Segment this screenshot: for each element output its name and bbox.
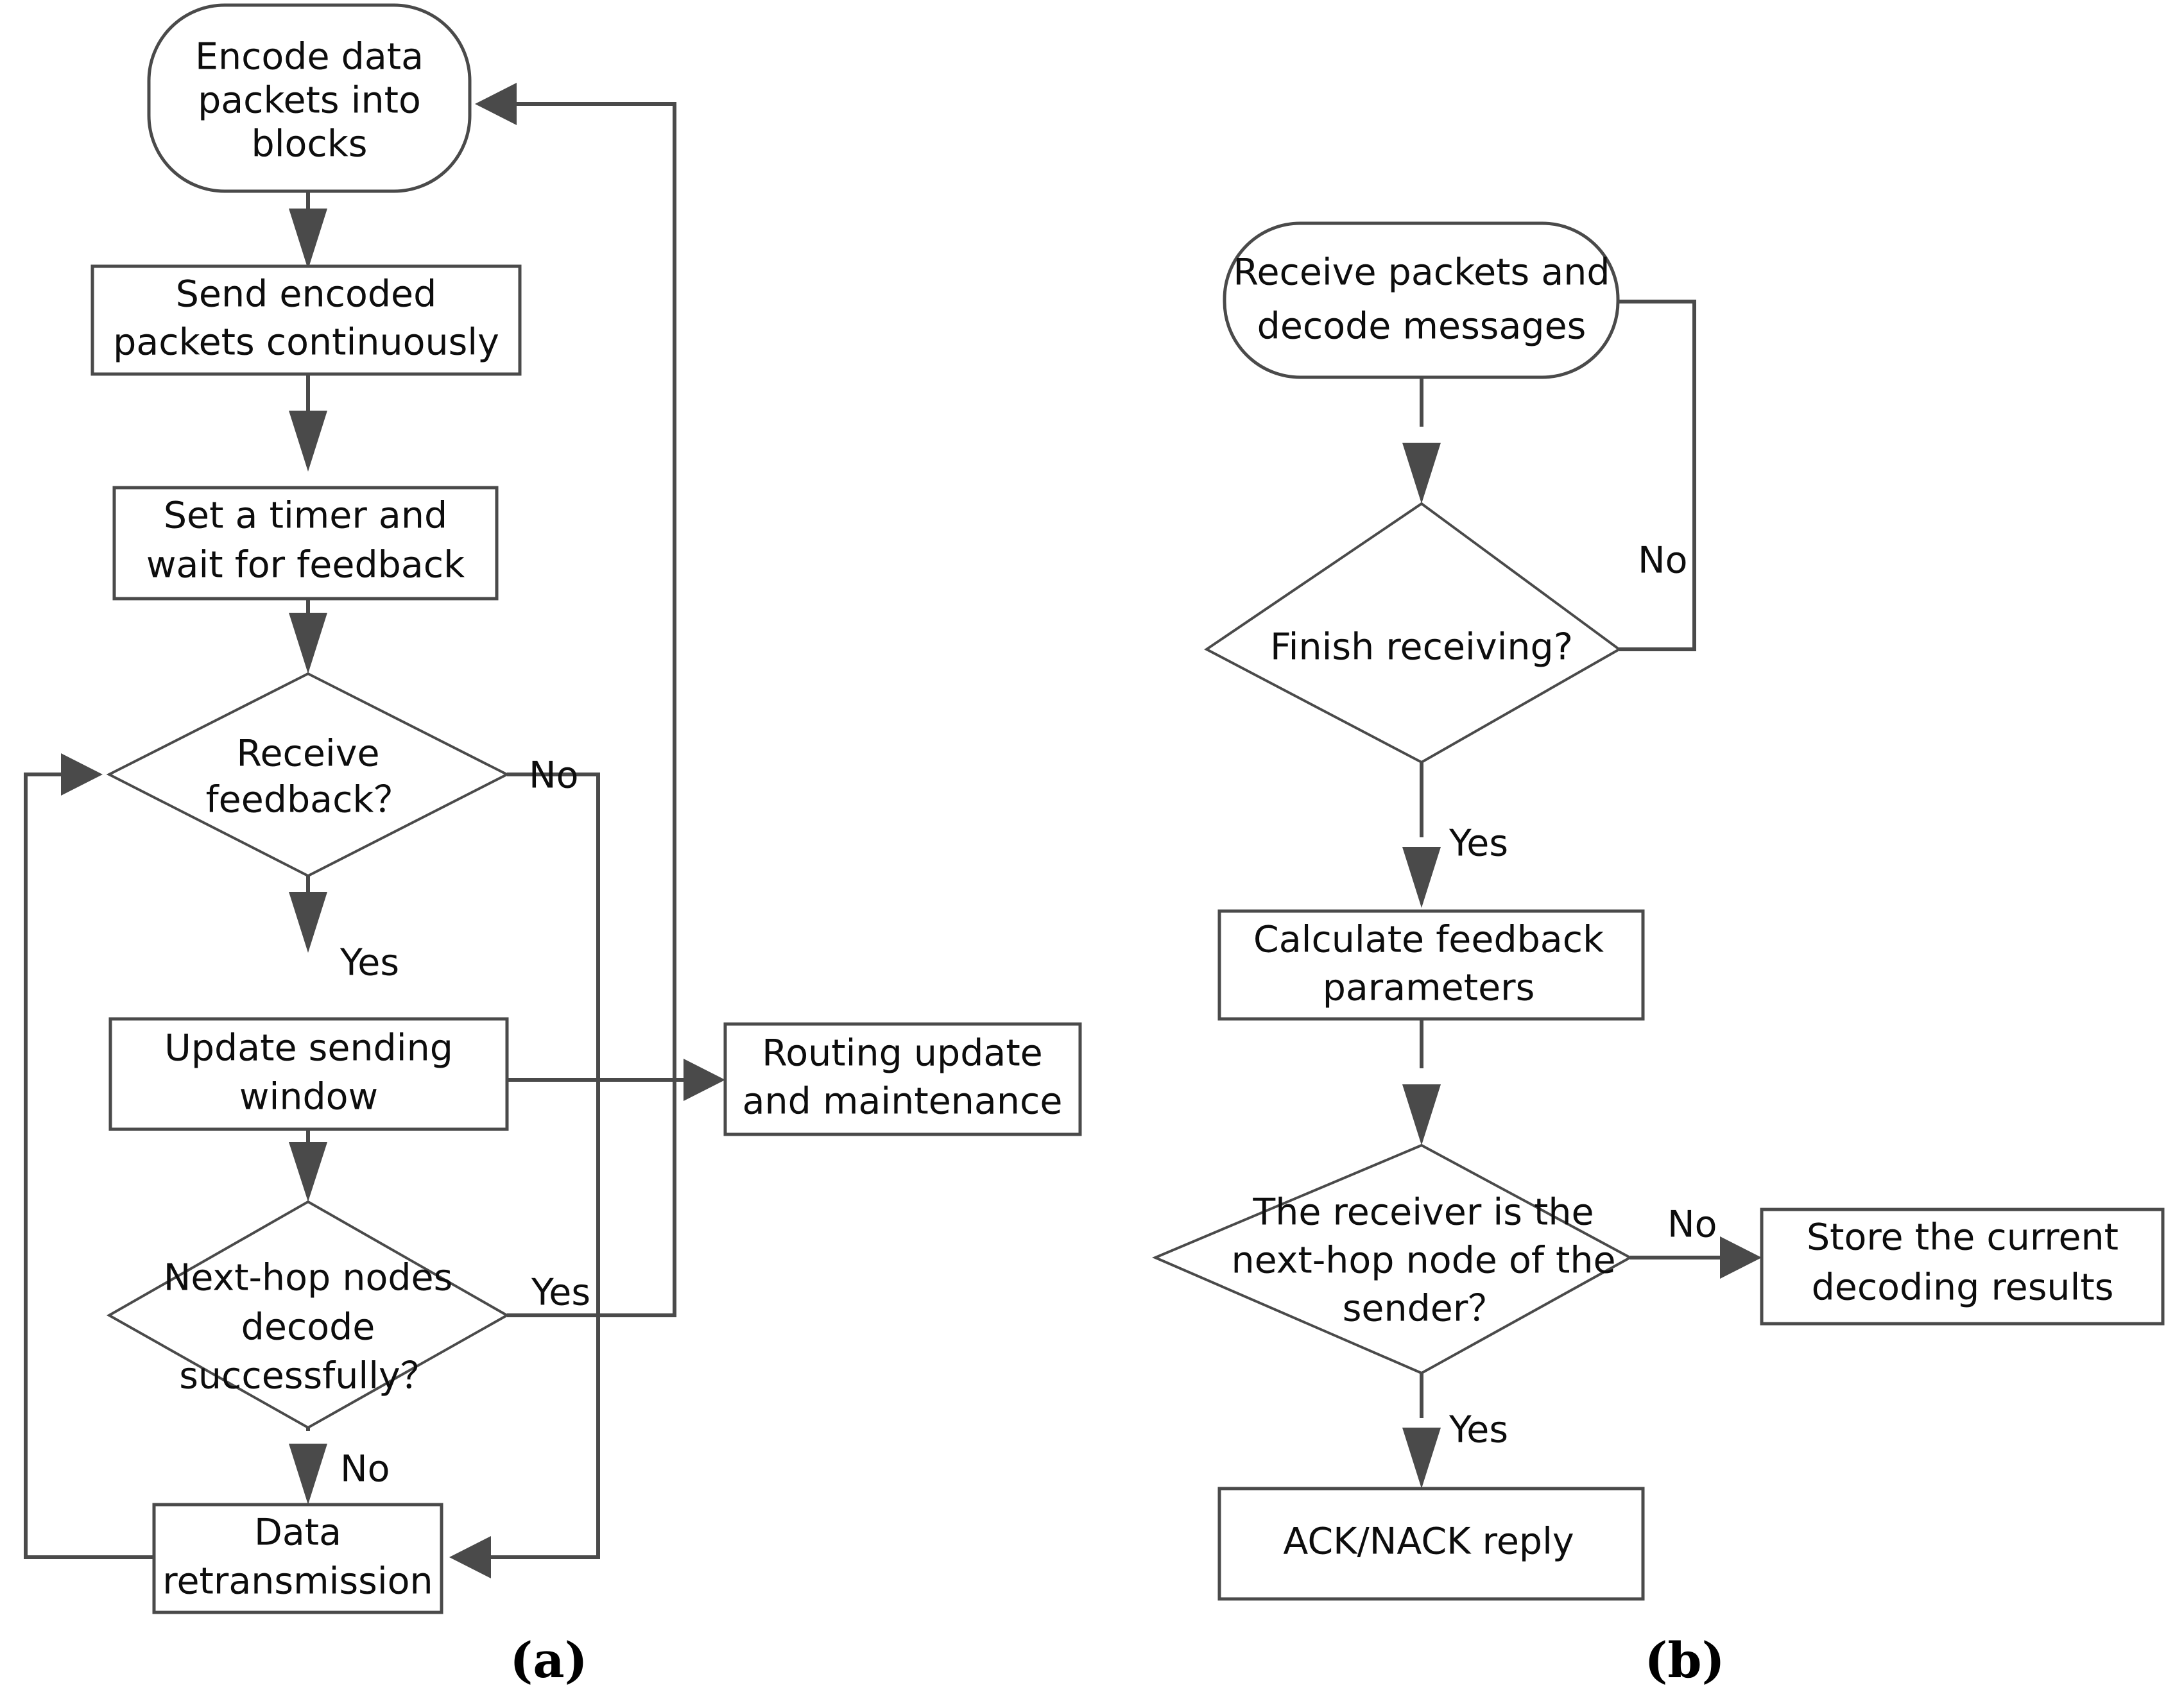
edge-label-nexthop-no: No	[340, 1448, 390, 1490]
node-finish-receiving-decision: Finish receiving?	[1204, 502, 1622, 764]
node-routing-line2: and maintenance	[743, 1080, 1063, 1123]
panel-caption-b: (b)	[1644, 1632, 1724, 1689]
edge-label-nexthop-yes: Yes	[531, 1272, 590, 1314]
edge-send-to-timer	[289, 374, 327, 472]
node-store-line2: decoding results	[1812, 1267, 2114, 1309]
node-data-retransmission: Data retransmission	[152, 1503, 443, 1614]
edge-label-finish-no: No	[1638, 540, 1688, 582]
node-encode-line3: blocks	[252, 123, 368, 166]
edge-encode-to-send	[289, 191, 327, 269]
edge-isnexthop-no-to-store	[1630, 1236, 1762, 1279]
edge-timer-to-recvfeedback	[289, 599, 327, 674]
node-update-sending-window: Update sending window	[108, 1017, 509, 1131]
edge-label-isnexthop-yes: Yes	[1449, 1409, 1508, 1451]
node-encode-line1: Encode data	[195, 36, 424, 78]
node-retransmit-line1: Data	[254, 1512, 341, 1554]
edge-receive-to-finish	[1402, 377, 1441, 504]
node-isnexthop-line2: next-hop node of the	[1231, 1240, 1615, 1282]
panel-caption-a: (a)	[510, 1632, 587, 1689]
edge-label-recvfeedback-no: No	[529, 755, 579, 797]
node-finish-line1: Finish receiving?	[1270, 626, 1573, 669]
node-nexthop-line1: Next-hop nodes	[164, 1257, 453, 1299]
node-calc-line2: parameters	[1323, 967, 1535, 1009]
node-nexthop-decode-decision: Next-hop nodes decode successfully？	[106, 1200, 510, 1430]
node-encode-line2: packets into	[198, 80, 421, 122]
edge-update-to-routing	[507, 1059, 725, 1101]
edge-label-recvfeedback-yes: Yes	[340, 942, 399, 984]
node-acknack-line1: ACK/NACK reply	[1283, 1521, 1574, 1563]
node-nexthop-line3: successfully？	[179, 1355, 437, 1397]
edge-update-to-nexthop	[289, 1129, 327, 1202]
node-isnexthop-line3: sender？	[1343, 1288, 1505, 1330]
node-update-line2: window	[239, 1076, 378, 1118]
node-send-line1: Send encoded	[176, 273, 437, 316]
edge-recvfeedback-yes-to-update	[289, 876, 327, 953]
node-recvfeedback-line1: Receive	[236, 733, 379, 775]
node-timer-line1: Set a timer and	[164, 495, 447, 537]
node-routing-update: Routing update and maintenance	[723, 1022, 1082, 1136]
node-receive-line2: decode messages	[1257, 305, 1586, 348]
edge-nexthop-yes-to-encode	[475, 83, 676, 1317]
node-send-encoded-packets: Send encoded packets continuously	[90, 264, 522, 376]
edge-retransmit-to-recvfeedback	[24, 753, 154, 1559]
node-timer-line2: wait for feedback	[146, 544, 465, 586]
edge-recvfeedback-no-to-retransmit	[449, 773, 600, 1578]
node-set-timer: Set a timer and wait for feedback	[112, 486, 499, 601]
edge-label-finish-yes: Yes	[1449, 823, 1508, 865]
node-store-decoding-results: Store the current decoding results	[1760, 1208, 2165, 1326]
node-update-line1: Update sending	[164, 1027, 453, 1070]
edge-calc-to-isnexthop	[1402, 1019, 1441, 1145]
node-retransmit-line2: retransmission	[162, 1560, 433, 1603]
edge-finish-yes-to-calc	[1402, 762, 1441, 908]
node-receive-packets: Receive packets and decode messages	[1223, 221, 1620, 379]
node-nexthop-line2: decode	[241, 1306, 375, 1349]
node-calc-line1: Calculate feedback	[1253, 919, 1604, 961]
node-receive-feedback-decision: Receive feedback？	[106, 672, 510, 878]
node-isnexthop-line1: The receiver is the	[1252, 1191, 1594, 1234]
node-calculate-feedback: Calculate feedback parameters	[1217, 909, 1645, 1021]
node-is-nexthop-decision: The receiver is the next-hop node of the…	[1151, 1143, 1633, 1375]
node-send-line2: packets continuously	[113, 321, 499, 364]
node-ack-nack-reply: ACK/NACK reply	[1217, 1487, 1645, 1601]
node-store-line1: Store the current	[1807, 1217, 2119, 1259]
node-recvfeedback-line2: feedback？	[206, 779, 411, 821]
node-receive-line1: Receive packets and	[1233, 252, 1610, 294]
node-routing-line1: Routing update	[762, 1032, 1043, 1075]
edge-isnexthop-yes-to-acknack	[1402, 1373, 1441, 1489]
edge-label-isnexthop-no: No	[1667, 1204, 1717, 1246]
node-encode-data-packets: Encode data packets into blocks	[147, 3, 472, 193]
